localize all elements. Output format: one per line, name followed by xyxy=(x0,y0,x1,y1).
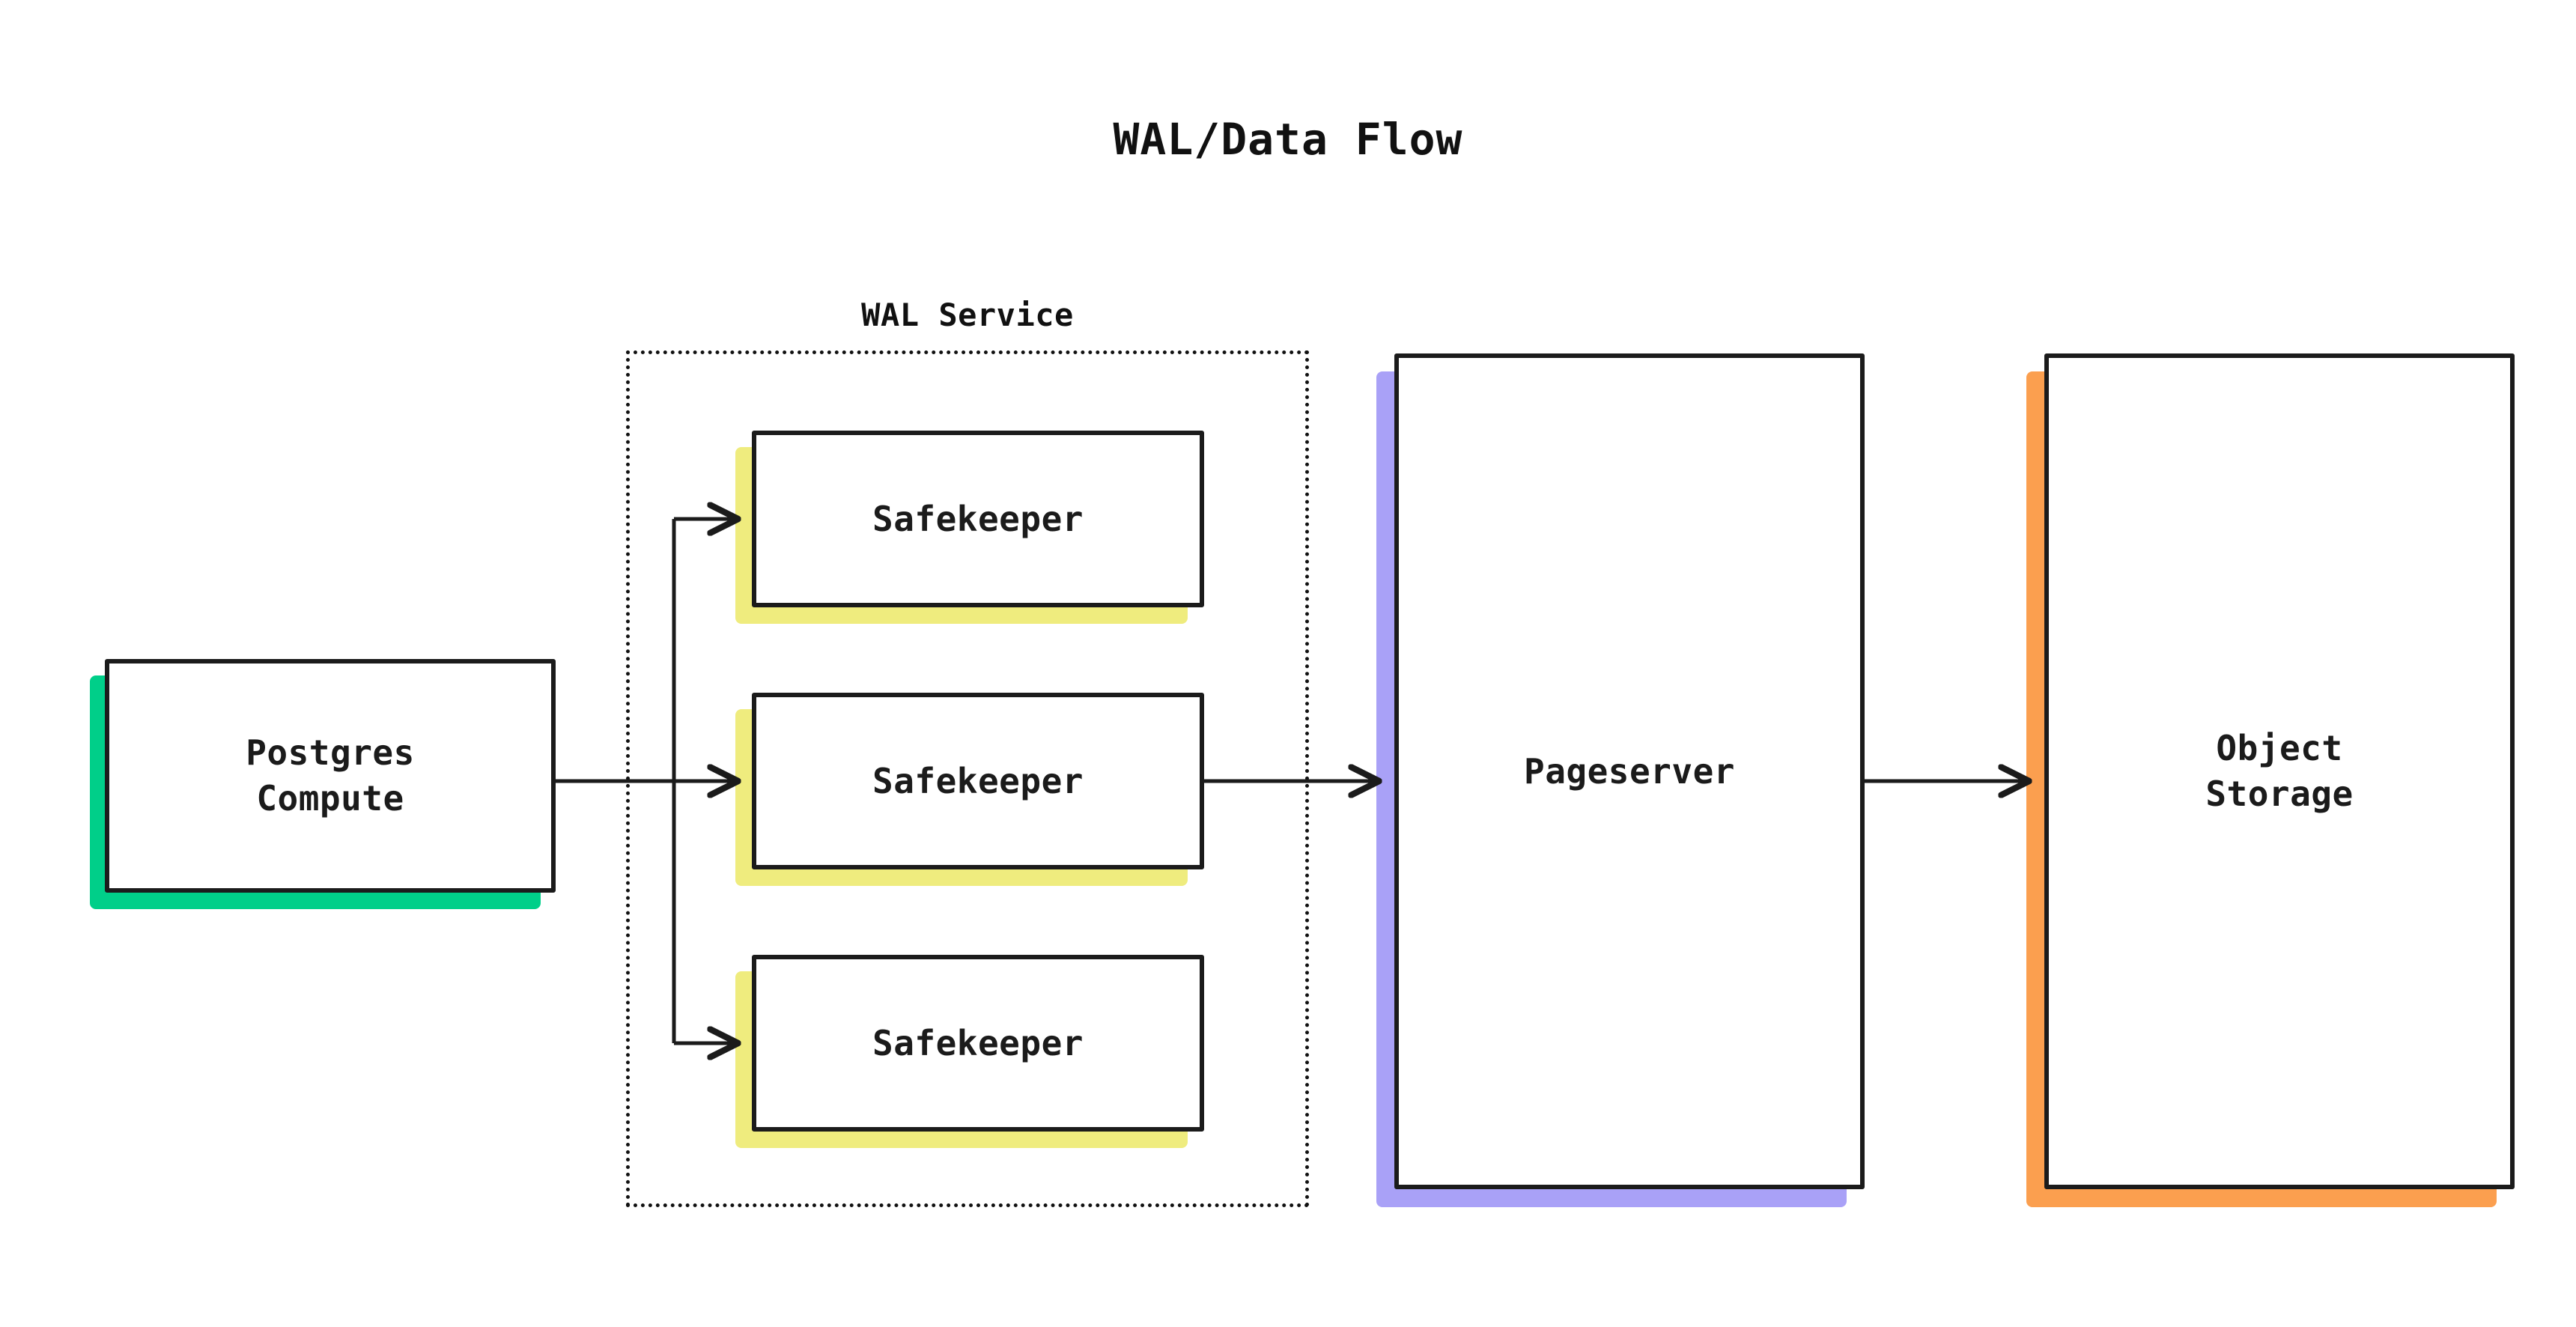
node-postgres-compute[interactable]: Postgres Compute xyxy=(105,659,556,893)
node-safekeeper-2[interactable]: Safekeeper xyxy=(752,693,1204,869)
group-box-wal-service xyxy=(626,350,1309,1207)
node-safekeeper-3[interactable]: Safekeeper xyxy=(752,955,1204,1132)
node-safekeeper-1[interactable]: Safekeeper xyxy=(752,431,1204,607)
node-safekeeper-1-label: Safekeeper xyxy=(872,498,1084,539)
diagram-title: WAL/Data Flow xyxy=(1113,114,1463,165)
node-pageserver-label: Pageserver xyxy=(1524,750,1735,792)
node-postgres-compute-label: Postgres Compute xyxy=(246,732,415,819)
group-title-wal-service: WAL Service xyxy=(861,297,1074,333)
node-object-storage-label: Object Storage xyxy=(2205,728,2354,814)
node-object-storage[interactable]: Object Storage xyxy=(2044,353,2515,1189)
node-safekeeper-3-label: Safekeeper xyxy=(872,1022,1084,1063)
node-safekeeper-2-label: Safekeeper xyxy=(872,760,1084,801)
node-pageserver[interactable]: Pageserver xyxy=(1394,353,1865,1189)
